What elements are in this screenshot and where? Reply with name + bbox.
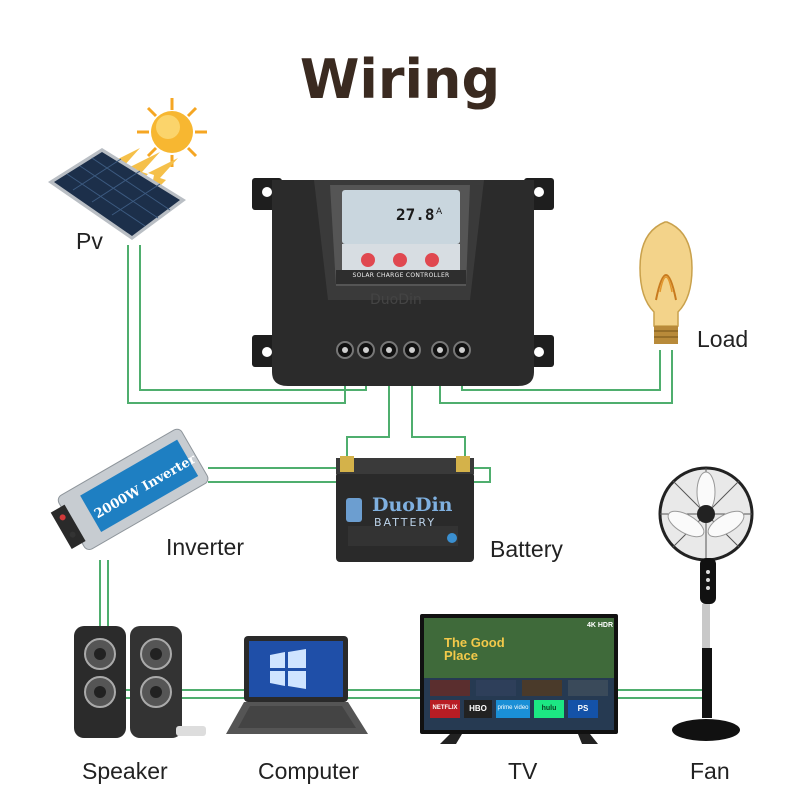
- tv: [420, 614, 618, 744]
- tv-app-playstation: PS: [577, 704, 589, 713]
- controller-watermark: DuoDin: [370, 292, 422, 308]
- sun-icon: [137, 98, 207, 167]
- tv-app-netflix: NETFLIX: [432, 705, 458, 711]
- label-load: Load: [697, 326, 749, 352]
- up-button: [393, 253, 407, 267]
- tv-headline: The Good Place: [444, 635, 505, 663]
- label-speaker: Speaker: [82, 758, 168, 784]
- tv-app-hulu: hulu: [541, 705, 557, 712]
- battery-brand: DuoDin: [372, 494, 453, 516]
- wire-battery-negative: [411, 350, 466, 462]
- speakers-icon: [74, 626, 206, 738]
- label-battery: Battery: [490, 536, 563, 562]
- lcd-reading: 27.8: [396, 205, 435, 224]
- lcd-unit: A: [436, 207, 443, 217]
- tv-app-prime: prime video: [497, 705, 529, 711]
- laptop-icon: [226, 636, 368, 734]
- inverter: [50, 428, 209, 551]
- battery: [336, 456, 474, 562]
- solar-panel: [48, 148, 186, 240]
- menu-button: [361, 253, 375, 267]
- charge-controller: [252, 178, 554, 386]
- battery-negative-terminal: [456, 456, 470, 472]
- battery-positive-terminal: [340, 456, 354, 472]
- label-inverter: Inverter: [166, 534, 244, 560]
- down-button: [425, 253, 439, 267]
- label-computer: Computer: [258, 758, 359, 784]
- label-pv: Pv: [76, 228, 103, 254]
- tv-app-hbo: HBO: [469, 704, 487, 713]
- diagram-title: Wiring: [299, 48, 501, 111]
- label-tv: TV: [508, 758, 538, 784]
- battery-subtitle: BATTERY: [374, 516, 437, 529]
- tv-badge: 4K HDR: [586, 622, 614, 629]
- controller-caption: SOLAR CHARGE CONTROLLER: [352, 272, 450, 279]
- standing-fan-icon: [658, 466, 754, 741]
- label-fan: Fan: [690, 758, 730, 784]
- edison-bulb-icon: [639, 221, 693, 344]
- lcd-screen: [342, 190, 460, 244]
- battery-logo-icon: [346, 498, 362, 522]
- wire-battery-positive: [346, 350, 390, 462]
